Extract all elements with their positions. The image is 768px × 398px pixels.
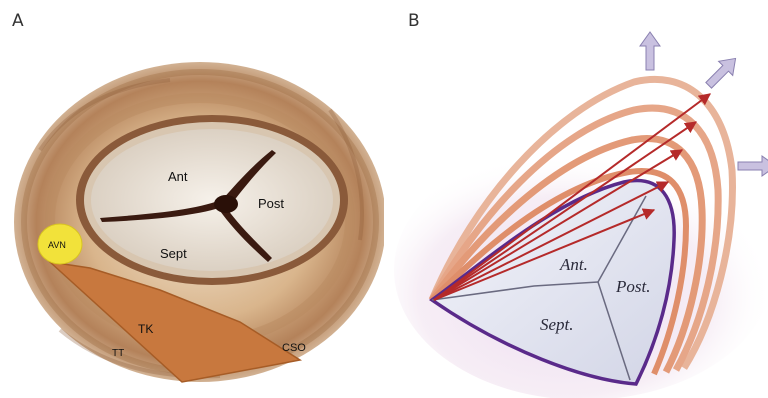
label-sept: Sept [160,246,187,261]
panel-a: A Ant Post Sept AVN TK TT CSO [0,0,384,398]
valve-orifice [214,195,238,213]
expansion-arrow-right [738,156,768,176]
label-ant: Ant. [559,255,588,274]
label-cso: CSO [282,342,306,354]
label-tk: TK [138,322,153,336]
tricuspid-valve [91,129,333,271]
label-sept: Sept. [540,315,574,334]
panel-a-illustration: A Ant Post Sept AVN TK TT CSO [0,0,384,398]
label-post: Post. [615,277,650,296]
label-ant: Ant [168,169,188,184]
expansion-arrow-upright [702,51,743,92]
label-avn: AVN [48,240,66,250]
label-tt: TT [112,348,124,359]
panel-b-illustration: B Ant. Post. Sept. [384,0,768,398]
label-post: Post [258,196,284,211]
panel-b-letter: B [408,11,420,31]
panel-a-letter: A [12,11,24,31]
expansion-arrow-up [640,32,660,70]
panel-b: B Ant. Post. Sept. [384,0,768,398]
